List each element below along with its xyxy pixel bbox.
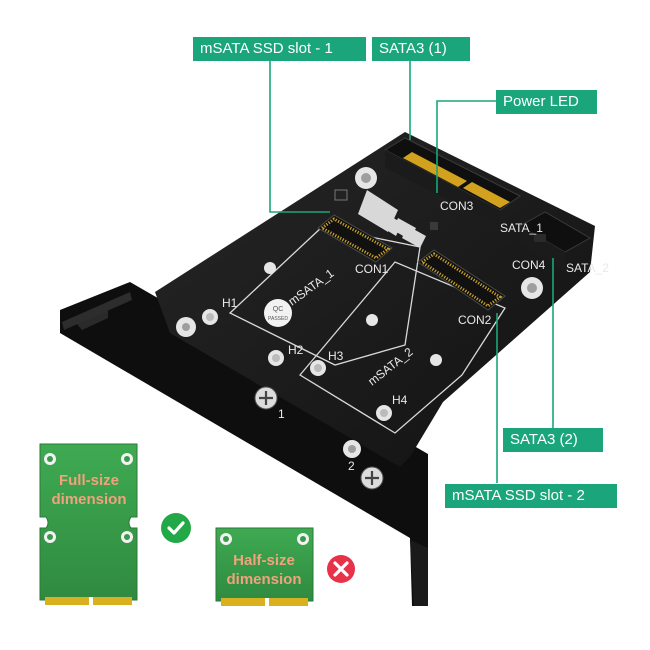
mounting-hole xyxy=(264,262,276,274)
svg-text:QC: QC xyxy=(273,306,284,313)
mounting-hole xyxy=(268,350,284,366)
mounting-hole xyxy=(176,317,196,337)
card-hole xyxy=(121,531,133,543)
silk-con1: CON1 xyxy=(355,262,389,276)
card-hole xyxy=(297,533,309,545)
card-hole xyxy=(121,453,133,465)
half-size-line1: Half-size xyxy=(233,552,295,569)
silk-h2: H2 xyxy=(288,343,304,357)
controller-chip xyxy=(334,189,438,248)
silk-sata-2: SATA_2 xyxy=(566,261,609,275)
callout-sata3-1: SATA3 (1) xyxy=(372,37,470,61)
slot-2-outline xyxy=(299,261,506,434)
mounting-hole xyxy=(343,440,361,458)
mounting-hole xyxy=(202,309,218,325)
msata-connector-2 xyxy=(417,249,506,311)
card-hole xyxy=(220,533,232,545)
mounting-hole xyxy=(430,354,442,366)
sata-connector-1 xyxy=(383,137,521,225)
slot-1-outline xyxy=(228,226,421,366)
half-size-line2: dimension xyxy=(226,571,301,588)
silk-bracket-1: 1 xyxy=(278,407,285,421)
leader-lines xyxy=(269,60,554,483)
full-size-card: Full-size dimension xyxy=(39,443,138,605)
silk-con3: CON3 xyxy=(440,199,474,213)
callout-sata3-2: SATA3 (2) xyxy=(503,428,603,452)
callout-power-led: Power LED xyxy=(496,90,597,114)
silk-bracket-2: 2 xyxy=(348,459,355,473)
bracket-screw-2 xyxy=(360,466,384,490)
half-size-card: Half-size dimension xyxy=(215,527,314,606)
mounting-hole xyxy=(310,360,326,376)
silk-h1: H1 xyxy=(222,296,238,310)
qc-passed-sticker: QC PASSED xyxy=(264,299,292,327)
mounting-hole xyxy=(355,167,377,189)
check-icon xyxy=(161,513,191,543)
card-hole xyxy=(44,453,56,465)
silk-h4: H4 xyxy=(392,393,408,407)
full-size-line1: Full-size xyxy=(59,472,119,489)
callout-msata-slot-1: mSATA SSD slot - 1 xyxy=(193,37,366,61)
card-hole xyxy=(44,531,56,543)
silk-con2: CON2 xyxy=(458,313,492,327)
mounting-hole xyxy=(521,277,543,299)
cross-icon xyxy=(327,555,355,583)
svg-text:PASSED: PASSED xyxy=(268,316,288,322)
msata-connector-1 xyxy=(317,214,393,263)
silk-con4: CON4 xyxy=(512,258,546,272)
mounting-hole xyxy=(376,405,392,421)
mounting-hole xyxy=(366,314,378,326)
mounting-holes xyxy=(176,167,543,458)
full-size-line2: dimension xyxy=(51,491,126,508)
silk-h3: H3 xyxy=(328,349,344,363)
pci-bracket xyxy=(60,282,428,606)
silk-sata-1: SATA_1 xyxy=(500,221,543,235)
callout-msata-slot-2: mSATA SSD slot - 2 xyxy=(445,484,617,508)
bracket-screw-1 xyxy=(254,386,278,410)
